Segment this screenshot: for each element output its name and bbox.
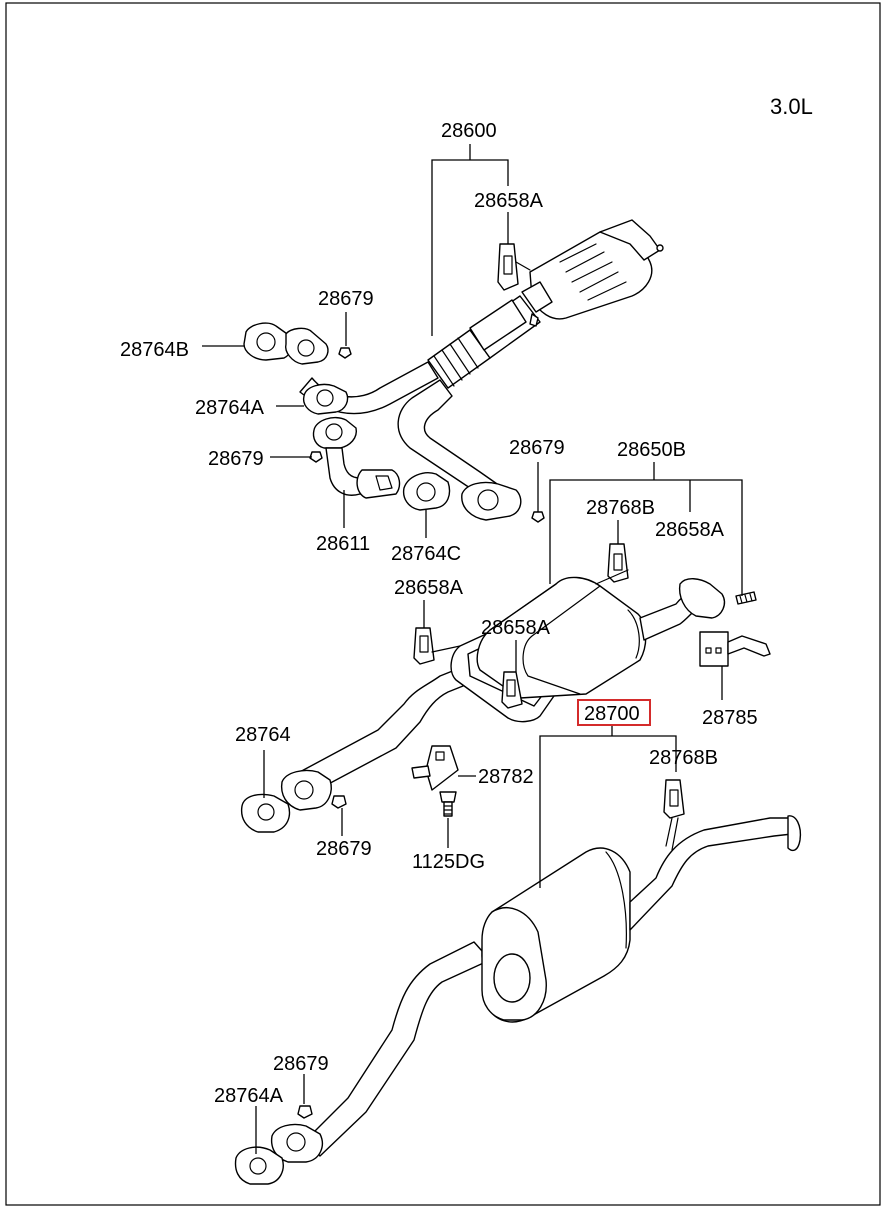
highlight-28700 [577, 699, 651, 726]
label-28611[interactable]: 28611 [316, 533, 370, 555]
label-28679-d[interactable]: 28679 [316, 838, 372, 860]
nut-28679-c[interactable] [531, 511, 545, 523]
label-28679-a[interactable]: 28679 [318, 288, 374, 310]
label-28679-e[interactable]: 28679 [273, 1053, 329, 1075]
nut-28679-d[interactable] [331, 795, 347, 809]
label-28679-c[interactable]: 28679 [509, 437, 565, 459]
label-28764[interactable]: 28764 [235, 724, 291, 746]
label-28782[interactable]: 28782 [478, 766, 534, 788]
label-1125DG[interactable]: 1125DG [412, 851, 485, 873]
label-28650B[interactable]: 28650B [617, 439, 686, 461]
gasket-right-front[interactable] [461, 481, 522, 521]
label-28679-b[interactable]: 28679 [208, 448, 264, 470]
label-28764A-bottom[interactable]: 28764A [214, 1085, 284, 1107]
bracket-28782[interactable] [411, 745, 459, 791]
label-28764C[interactable]: 28764C [391, 543, 461, 565]
rear-muffler[interactable] [270, 779, 802, 1163]
label-28658A-left[interactable]: 28658A [394, 577, 464, 599]
gasket-28764A-mid[interactable] [302, 383, 349, 415]
label-28785[interactable]: 28785 [702, 707, 758, 729]
label-28768B-a[interactable]: 28768B [586, 497, 655, 519]
gasket-28764C[interactable] [402, 472, 451, 511]
pipe-28611[interactable] [312, 416, 401, 499]
bracket-28785[interactable] [699, 631, 771, 667]
front-pipe-assembly[interactable] [299, 219, 664, 501]
label-28700[interactable]: 28700 [584, 703, 640, 725]
bolt-1125DG[interactable] [439, 791, 457, 817]
gasket-28764A-bottom[interactable] [234, 1146, 284, 1185]
label-28658A-center[interactable]: 28658A [481, 617, 551, 639]
center-muffler[interactable] [280, 543, 757, 811]
gasket-28764B[interactable] [243, 322, 329, 365]
label-28764A-mid[interactable]: 28764A [195, 397, 265, 419]
engine-label: 3.0L [770, 94, 813, 119]
diagram-border [5, 2, 881, 1206]
label-28768B-b[interactable]: 28768B [649, 747, 718, 769]
nut-28679-a[interactable] [338, 347, 352, 359]
nut-28679-e[interactable] [297, 1105, 313, 1119]
label-28600[interactable]: 28600 [441, 120, 497, 142]
label-28658A-top[interactable]: 28658A [474, 190, 544, 212]
label-28764B[interactable]: 28764B [120, 339, 189, 361]
label-28658A-right[interactable]: 28658A [655, 519, 725, 541]
gasket-28764[interactable] [240, 793, 291, 833]
